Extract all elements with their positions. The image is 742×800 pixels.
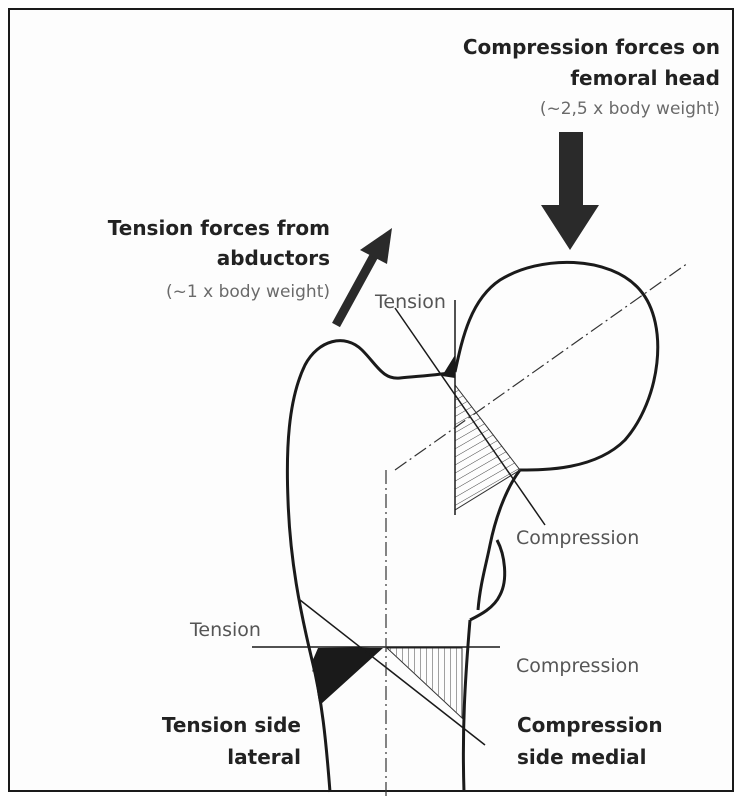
compression-neck-label: Compression xyxy=(516,527,639,549)
tension-neck-label: Tension xyxy=(375,291,446,313)
tension-side-title-2: lateral xyxy=(227,745,301,769)
femur-outline-lateral xyxy=(287,341,455,792)
neck-tension-stress xyxy=(442,355,455,378)
tension-side-title-1: Tension side xyxy=(162,713,301,737)
neck-compression-stress xyxy=(455,385,520,510)
tension-shaft-label: Tension xyxy=(190,619,261,641)
compression-head-subtitle: (~2,5 x body weight) xyxy=(540,99,720,119)
head-compression-arrow xyxy=(541,132,599,250)
tension-abductors-title-1: Tension forces from xyxy=(108,216,330,240)
femur-shaft-medial xyxy=(463,620,470,792)
compression-side-title-2: side medial xyxy=(517,745,647,769)
shaft-compression-stress xyxy=(387,648,462,718)
tension-abductors-title-2: abductors xyxy=(217,246,330,270)
compression-shaft-label: Compression xyxy=(516,655,639,677)
compression-head-title-2: femoral head xyxy=(570,66,720,90)
tension-abductors-subtitle: (~1 x body weight) xyxy=(166,282,330,302)
compression-side-title-1: Compression xyxy=(517,713,663,737)
compression-head-title-1: Compression forces on xyxy=(463,35,720,59)
